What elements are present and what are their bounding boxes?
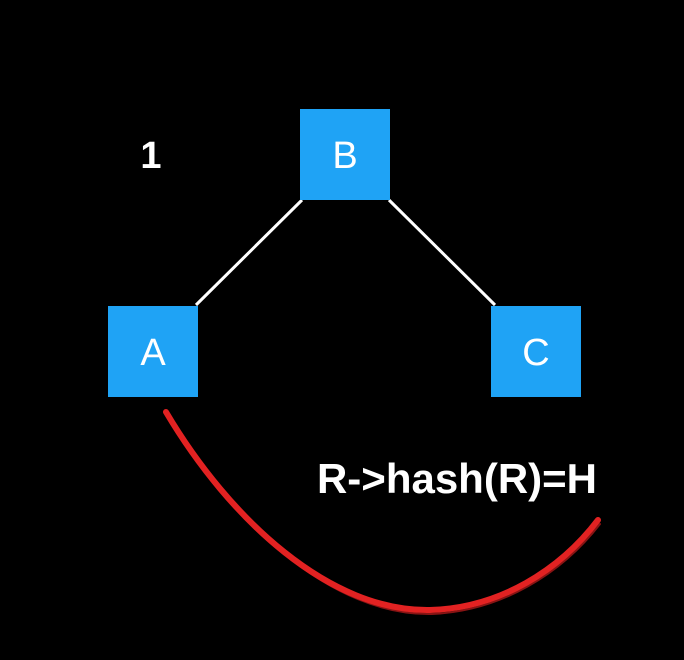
hash-formula: R->hash(R)=H: [317, 455, 597, 502]
node-b: B: [300, 109, 390, 200]
node-c-label: C: [522, 332, 549, 374]
step-number: 1: [140, 135, 161, 177]
edge-b-a: [194, 198, 304, 307]
node-c: C: [491, 306, 581, 397]
node-b-box: [300, 109, 390, 200]
node-c-box: [491, 306, 581, 397]
red-arc-annotation-shadow: [168, 417, 601, 616]
node-b-label: B: [332, 135, 357, 177]
red-arc-annotation: [163, 409, 601, 614]
edge-b-c: [387, 198, 497, 307]
node-a: A: [108, 306, 198, 397]
node-a-label: A: [140, 332, 166, 374]
node-a-box: [108, 306, 198, 397]
